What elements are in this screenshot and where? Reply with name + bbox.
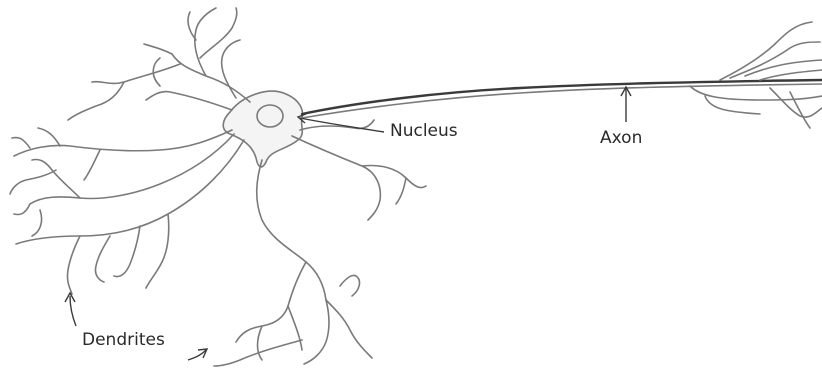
dendrites-arrow-1	[65, 293, 76, 326]
dendrites-label: Dendrites	[82, 330, 165, 350]
axon-terminals	[690, 22, 822, 128]
dendrites-arrow-2	[188, 349, 207, 360]
left-dendrites	[10, 128, 244, 294]
nucleus-label: Nucleus	[390, 121, 458, 141]
lower-dendrites	[214, 160, 372, 366]
axon-arrow	[621, 87, 631, 122]
cell-body	[223, 91, 302, 167]
upper-dendrites	[68, 8, 250, 120]
axon-label: Axon	[600, 128, 642, 148]
